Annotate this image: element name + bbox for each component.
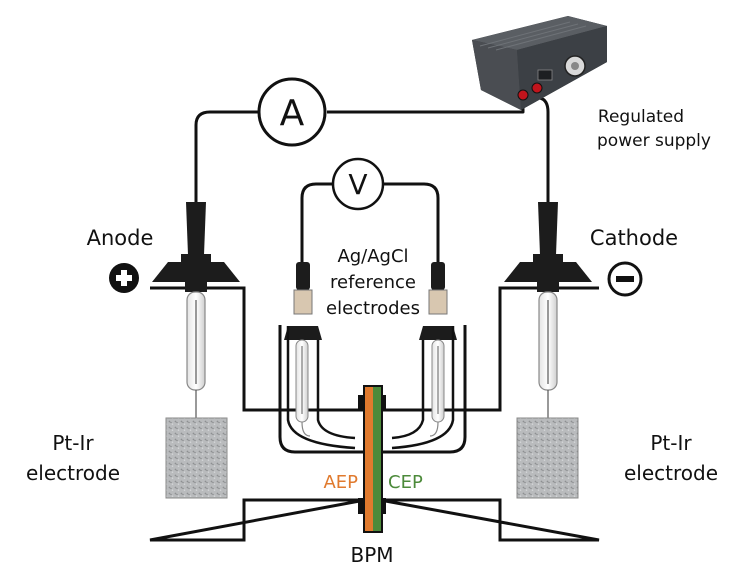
negative-terminal [531,82,543,94]
right-reference-electrode [419,262,457,437]
left-pt-ir-mesh [165,417,228,499]
bpm-label: BPM [350,543,393,567]
power-supply-label-line1: Regulated [598,107,684,127]
left-electrode-label-line1: Pt-Ir [52,431,94,455]
power-supply [472,16,607,110]
left-reference-wire [300,182,333,262]
right-compartment-outline [379,286,600,542]
luggin-capillaries [286,326,455,450]
anode-electrode [152,202,240,499]
right-reference-wire [384,182,440,262]
right-electrode-label-line2: electrode [624,461,718,485]
voltmeter-label: V [348,168,367,201]
cathode-electrode [504,202,592,499]
minus-circle-icon [607,261,643,297]
cep-layer [373,386,382,532]
left-reference-electrode [284,262,322,437]
reference-label-line3: electrodes [326,298,420,319]
left-electrode-label-line2: electrode [26,461,120,485]
aep-label: AEP [323,472,358,493]
voltmeter: V [331,157,385,211]
right-pt-ir-mesh [516,417,579,499]
left-compartment-outline [149,286,366,542]
aep-layer [364,386,373,532]
reference-label-line2: reference [330,272,416,293]
ammeter-label: A [280,93,305,134]
anode-label: Anode [87,226,154,250]
right-electrode-label-line1: Pt-Ir [650,431,692,455]
positive-terminal [517,89,529,101]
reference-label-line1: Ag/AgCl [337,246,408,267]
ammeter: A [257,77,327,147]
bipolar-membrane [363,385,383,533]
ammeter-to-supply-wire [327,98,525,114]
cathode-label: Cathode [590,226,678,250]
plus-circle-icon [109,263,139,293]
cep-label: CEP [388,472,423,493]
anode-wire [194,110,258,202]
cathode-wire [539,96,550,202]
power-supply-label-line2: power supply [597,131,711,151]
